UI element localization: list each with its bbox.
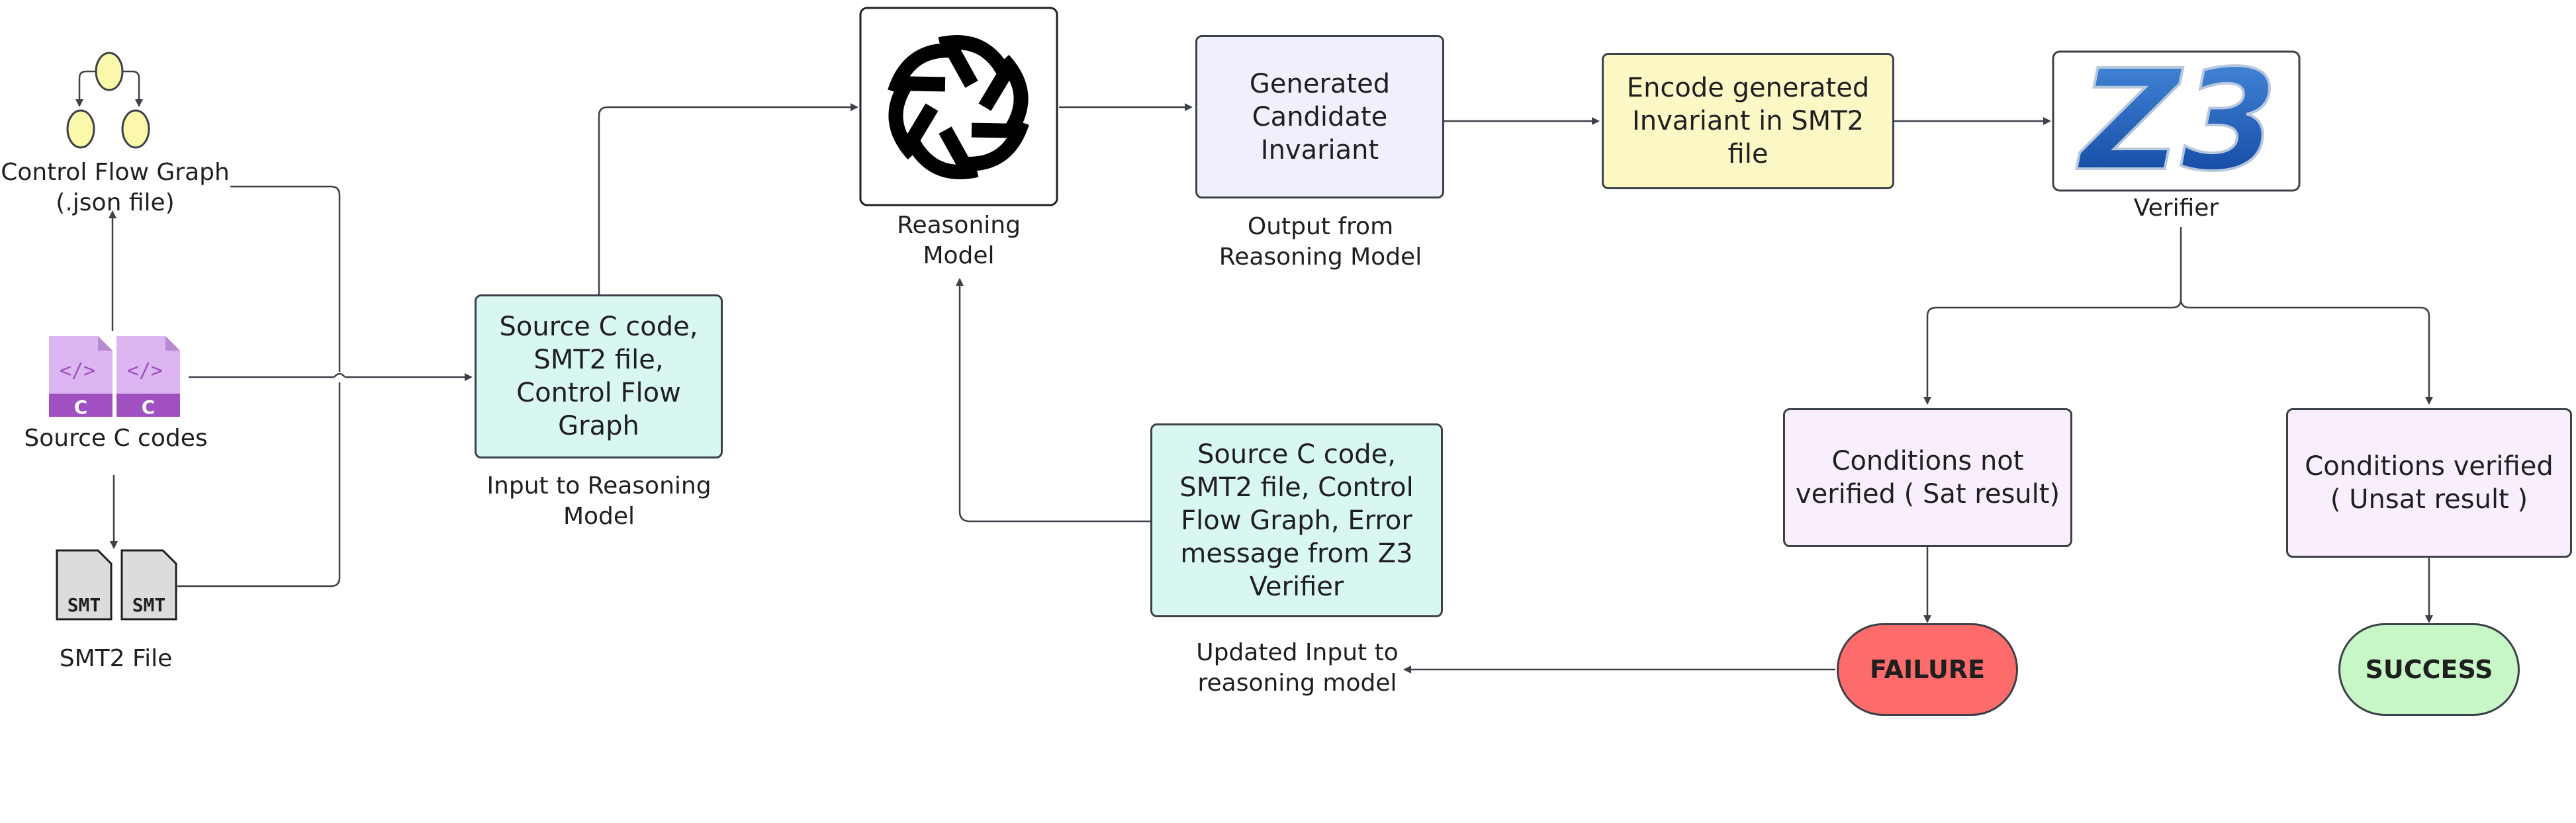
svg-text:</>: </> <box>60 359 95 382</box>
candidate-caption: Output from Reasoning Model <box>1219 213 1422 271</box>
success-label: SUCCESS <box>2365 655 2493 684</box>
line-cfg-to-bus <box>230 185 341 372</box>
line-verifier-split <box>1923 227 2182 405</box>
arrow-input-to-model <box>598 103 858 294</box>
success-terminal: SUCCESS <box>2338 623 2520 716</box>
reasoning-model-logo-icon <box>879 34 1038 179</box>
input-box-caption: Input to Reasoning Model <box>486 472 712 530</box>
verified-text: Conditions verified ( Unsat result ) <box>2305 451 2553 515</box>
line-smt2-to-bus <box>177 382 341 587</box>
svg-text:SMT: SMT <box>68 594 101 616</box>
updated-input-text: Source C code, SMT2 file, Control Flow G… <box>1179 439 1414 602</box>
failure-label: FAILURE <box>1869 655 1986 684</box>
cfg-label: Control Flow Graph (.json file) <box>1 159 230 216</box>
input-box: Source C code, SMT2 file, Control Flow G… <box>475 294 723 458</box>
input-box-text: Source C code, SMT2 file, Control Flow G… <box>499 312 698 441</box>
encode-box-text: Encode generated Invariant in SMT2 file <box>1626 73 1870 169</box>
encode-box: Encode generated Invariant in SMT2 file <box>1602 53 1894 189</box>
smt2-file-icon: SMT <box>56 549 113 621</box>
not-verified-box: Conditions not verified ( Sat result) <box>1783 408 2072 547</box>
updated-input-caption: Updated Input to reasoning model <box>1196 639 1399 697</box>
reasoning-model-caption: Reasoning Model <box>897 212 1021 269</box>
cfg-graph-icon <box>66 52 150 149</box>
not-verified-text: Conditions not verified ( Sat result) <box>1795 446 2060 509</box>
candidate-box-text: Generated Candidate Invariant <box>1249 68 1391 165</box>
c-file-icon: </> C <box>49 336 113 418</box>
c-file-icon: </> C <box>116 336 180 418</box>
verifier-box <box>2052 50 2301 192</box>
verifier-caption: Verifier <box>2133 195 2219 222</box>
z3-logo-icon: Z3 <box>2076 40 2277 202</box>
arrow-updated-to-model <box>956 278 1150 523</box>
svg-text:C: C <box>142 396 156 418</box>
svg-text:SMT: SMT <box>132 594 166 616</box>
verified-box: Conditions verified ( Unsat result ) <box>2286 408 2572 558</box>
source-codes-label: Source C codes <box>24 425 208 452</box>
svg-text:</>: </> <box>127 359 163 382</box>
smt2-file-icon: SMT <box>120 549 177 621</box>
updated-input-box: Source C code, SMT2 file, Control Flow G… <box>1150 423 1443 617</box>
failure-terminal: FAILURE <box>1837 623 2018 716</box>
svg-text:C: C <box>74 396 88 418</box>
smt2-file-label: SMT2 File <box>59 645 173 672</box>
candidate-box: Generated Candidate Invariant <box>1195 35 1444 198</box>
